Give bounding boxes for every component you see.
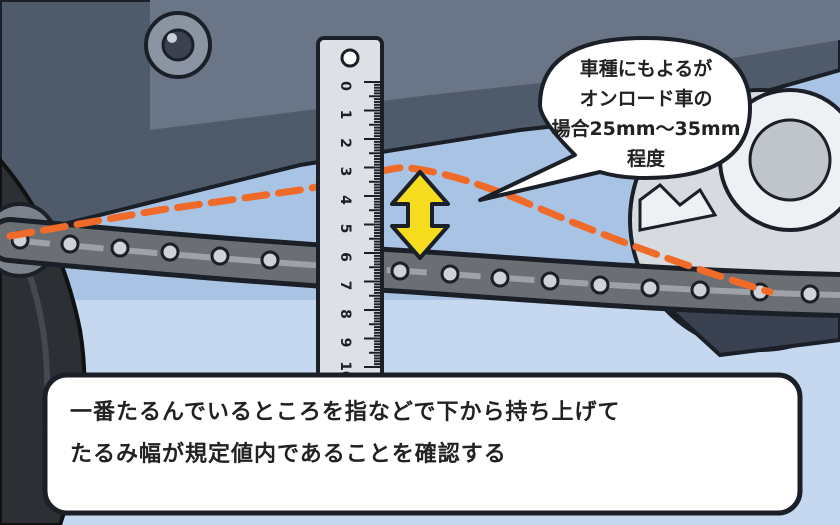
speech-bubble-line: 程度 [626,148,665,170]
chain-pin [260,250,280,270]
chain-pin [60,234,80,254]
ruler-label: 6 [337,252,353,262]
ruler-label: 8 [337,309,353,319]
chain-pin [110,238,130,258]
chain-pin [440,264,460,284]
chain-pin [210,246,230,266]
speech-bubble-text: 車種にもよるが オンロード車の 場合25mm〜35mm 程度 [548,54,744,174]
caption-box [42,372,803,516]
caption-line: 一番たるんでいるところを指などで下から持ち上げて [70,400,621,425]
ruler-label: 4 [337,195,353,205]
speech-bubble-line: オンロード車の [579,88,713,110]
chain-pin [160,242,180,262]
chain-pin [390,261,410,281]
swingarm-bolt-shine [167,33,177,43]
ruler-label: 9 [337,338,353,348]
swingarm-bolt-center [161,28,195,62]
caption-text: 一番たるんでいるところを指などで下から持ち上げて たるみ幅が規定値内であることを… [70,392,790,476]
chain-pin [540,271,560,291]
chain-pin [640,278,660,298]
speech-bubble-line: 車種にもよるが [579,58,713,80]
chain-pin [490,268,510,288]
drive-chain [0,217,840,318]
ruler-label: 7 [337,281,353,291]
caption-line: たるみ幅が規定値内であることを確認する [70,442,507,467]
speech-bubble-line: 場合25mm〜35mm [551,118,741,140]
slack-measure-arrow [390,170,450,260]
ruler-label: 5 [337,224,353,234]
ruler-label: 2 [337,138,353,148]
chain-pin [800,284,820,304]
ruler-label: 3 [337,167,353,177]
chain-pin [590,275,610,295]
ruler-hole [340,48,360,68]
speech-bubble [478,36,752,202]
ruler-label: 0 [337,81,353,91]
ruler-label: 1 [337,110,353,120]
chain-pin [690,280,710,300]
